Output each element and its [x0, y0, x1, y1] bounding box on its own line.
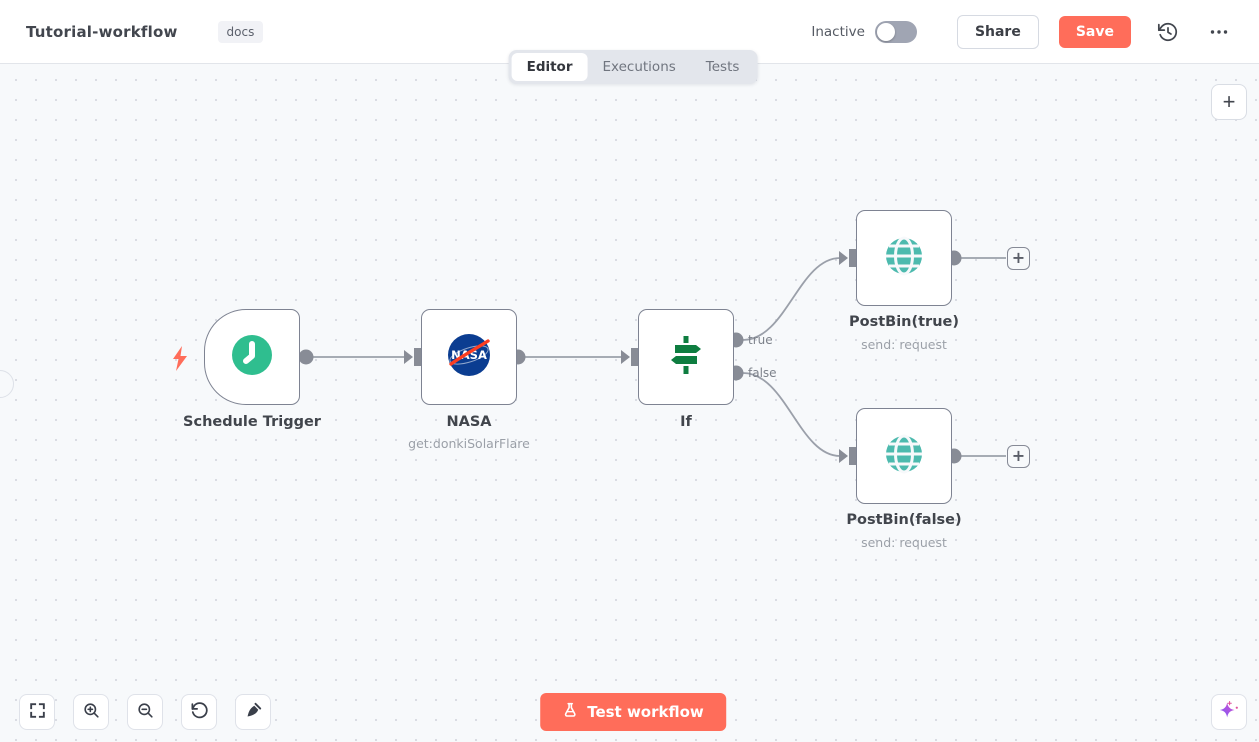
- test-workflow-button[interactable]: Test workflow: [540, 693, 726, 731]
- signpost-icon: [663, 332, 709, 382]
- node-subtitle-postbin-false: send: request: [861, 535, 947, 550]
- tab-executions[interactable]: Executions: [602, 59, 676, 75]
- flask-icon: [562, 701, 578, 723]
- node-nasa[interactable]: NASA: [421, 309, 517, 405]
- node-label-if: If: [680, 414, 692, 430]
- zoom-in-icon: [82, 701, 101, 724]
- view-tabs: Editor Executions Tests: [508, 50, 758, 84]
- ai-assistant-button[interactable]: [1211, 694, 1247, 730]
- node-if[interactable]: [638, 309, 734, 405]
- edge-label-false: false: [748, 366, 777, 380]
- workflow-status-label: Inactive: [811, 23, 865, 40]
- fit-view-icon: [28, 701, 47, 724]
- globe-icon: [881, 431, 927, 481]
- node-label-schedule: Schedule Trigger: [183, 414, 321, 430]
- input-port-postbin-true[interactable]: [839, 249, 856, 267]
- reset-zoom-button[interactable]: [181, 694, 217, 730]
- output-port-schedule[interactable]: [298, 349, 314, 365]
- share-button[interactable]: Share: [956, 14, 1039, 49]
- node-postbin-false[interactable]: [856, 408, 952, 504]
- header: Tutorial-workflow docs Inactive Share Sa…: [0, 0, 1259, 64]
- nasa-logo-icon: NASA: [446, 332, 492, 382]
- history-icon[interactable]: [1153, 17, 1183, 47]
- header-left: Tutorial-workflow docs: [26, 20, 264, 43]
- ai-sparkle-icon: [1218, 699, 1240, 725]
- node-label-postbin-false: PostBin(false): [846, 512, 962, 528]
- workflow-title[interactable]: Tutorial-workflow: [26, 22, 178, 41]
- fit-view-button[interactable]: [19, 694, 55, 730]
- activate-toggle[interactable]: [874, 20, 917, 43]
- input-port-postbin-false[interactable]: [839, 447, 856, 465]
- connection-layer: [298, 249, 1006, 465]
- edge-label-true: true: [748, 333, 773, 347]
- node-label-nasa: NASA: [446, 414, 492, 430]
- zoom-out-icon: [136, 701, 155, 724]
- node-subtitle-nasa: get:donkiSolarFlare: [408, 436, 530, 451]
- globe-icon: [881, 233, 927, 283]
- tab-editor[interactable]: Editor: [511, 53, 588, 81]
- tidy-up-button[interactable]: [235, 694, 271, 730]
- add-node-after-postbin-true[interactable]: +: [1007, 247, 1030, 270]
- zoom-in-button[interactable]: [73, 694, 109, 730]
- canvas-controls: [19, 694, 271, 730]
- save-button[interactable]: Save: [1058, 15, 1131, 48]
- clock-icon: [230, 333, 274, 381]
- node-schedule-trigger[interactable]: [204, 309, 300, 405]
- node-subtitle-postbin-true: send: request: [861, 337, 947, 352]
- tidy-up-icon: [244, 701, 263, 724]
- toggle-knob: [876, 22, 895, 41]
- bolt-icon: [170, 345, 190, 373]
- node-label-postbin-true: PostBin(true): [849, 314, 959, 330]
- add-node-button[interactable]: +: [1211, 84, 1247, 120]
- workflow-canvas[interactable]: Schedule Trigger NASA NASA get:donkiSola…: [0, 64, 1259, 742]
- add-node-after-postbin-false[interactable]: +: [1007, 445, 1030, 468]
- workflow-tag[interactable]: docs: [217, 20, 264, 43]
- reset-zoom-icon: [190, 701, 209, 724]
- tab-tests[interactable]: Tests: [705, 59, 740, 75]
- node-postbin-true[interactable]: [856, 210, 952, 306]
- more-menu-icon[interactable]: [1205, 18, 1233, 46]
- header-right: Inactive Share Save: [811, 14, 1233, 49]
- input-port-nasa[interactable]: [404, 348, 421, 366]
- zoom-out-button[interactable]: [127, 694, 163, 730]
- test-workflow-label: Test workflow: [587, 703, 704, 721]
- left-panel-handle[interactable]: [0, 370, 14, 398]
- input-port-if[interactable]: [621, 348, 638, 366]
